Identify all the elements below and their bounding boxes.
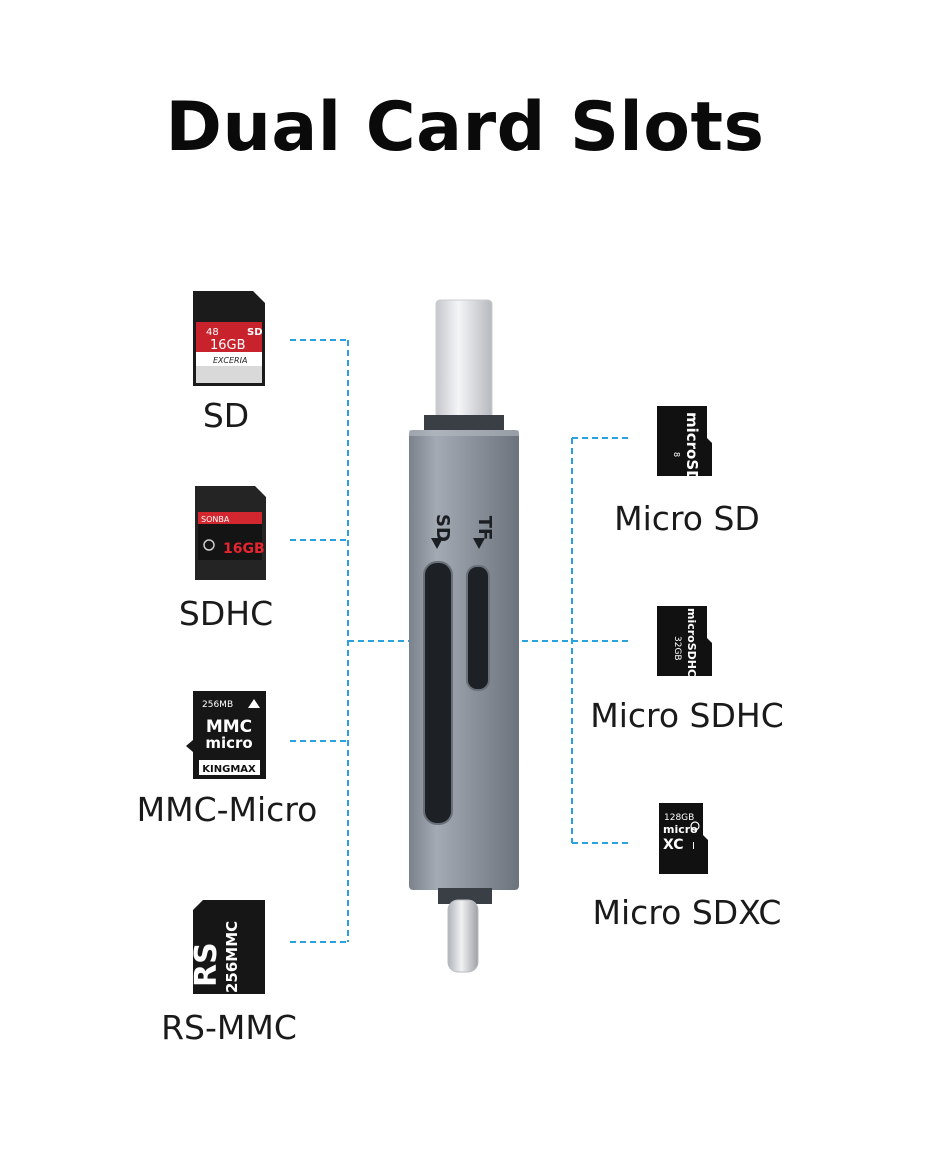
usb-a-collar [424, 415, 504, 433]
card-print-text: 32GB [672, 636, 682, 661]
mmc-micro-card: 256MB MMC micro KINGMAX [186, 691, 266, 779]
label-sdhc: SDHC [178, 594, 274, 633]
card-print-text: 16GB [210, 338, 246, 353]
card-print-text: micro [663, 823, 698, 836]
card-print-text: RS [189, 942, 224, 987]
slot-arrow-tf [473, 538, 485, 549]
card-print-text: 128GB [664, 813, 694, 823]
slot-label-sd: SD [432, 514, 453, 542]
sd-card: 48 SD 16GB EXCERIA [193, 291, 265, 386]
label-sd: SD [202, 396, 250, 435]
card-print-text: SD [247, 327, 263, 338]
tf-card-slot [466, 565, 490, 691]
card-print-text: I [692, 841, 695, 852]
card-reader: SD TF [409, 299, 519, 973]
rs-mmc-card: RS 256MMC [189, 900, 265, 994]
card-print-text: 256MB [202, 700, 233, 710]
micro-sdxc-card: 128GB micro XC I [659, 803, 708, 874]
card-print-text: 256MMC [223, 921, 241, 993]
card-print-text: 16GB [223, 541, 265, 557]
page-title: Dual Card Slots [165, 88, 765, 167]
sd-card-slot [423, 561, 453, 825]
micro-sd-card: microSD 8 [657, 406, 712, 483]
card-print-text: microSDHC [685, 608, 698, 677]
usb-a-plug [435, 299, 493, 426]
label-micro-sdxc: Micro SDXC [592, 893, 782, 932]
card-print-text: EXCERIA [213, 356, 247, 365]
card-print-text: 8 [672, 452, 681, 457]
slot-arrow-sd [431, 538, 443, 549]
card-print-text: microSD [683, 412, 701, 483]
micro-sdhc-card: microSDHC 32GB [657, 606, 712, 677]
card-print-text: 48 [206, 327, 219, 338]
card-print-text: MMC [206, 717, 252, 737]
label-micro-sd: Micro SD [614, 499, 760, 538]
label-micro-sdhc: Micro SDHC [590, 696, 784, 735]
card-print-text: SONBA [201, 515, 230, 524]
sdhc-card: SONBA 16GB [195, 486, 266, 580]
card-print-text: XC [663, 837, 684, 853]
label-mmc-micro: MMC-Micro [136, 790, 318, 829]
typec-collar [438, 888, 492, 904]
card-print-text: micro [205, 734, 252, 752]
slot-label-tf: TF [474, 516, 495, 541]
usb-c-plug [447, 899, 479, 973]
card-print-text: KINGMAX [202, 764, 256, 775]
label-rs-mmc: RS-MMC [161, 1008, 297, 1047]
